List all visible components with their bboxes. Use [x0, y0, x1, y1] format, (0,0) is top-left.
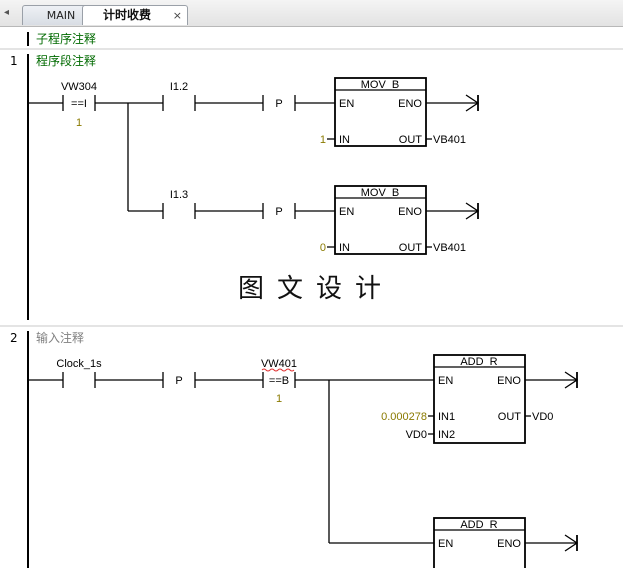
watermark-text: 图文设计 [238, 274, 395, 304]
box2-out-value[interactable]: VB401 [433, 242, 466, 254]
compare-op-label: ==I [71, 98, 87, 110]
add-box1-in2-value[interactable]: VD0 [406, 429, 427, 441]
p-label-2: P [275, 206, 282, 218]
symbol-warning-underline [261, 368, 295, 372]
box2-in: IN [339, 242, 350, 254]
add-box1-title: ADD_R [460, 356, 497, 368]
box2-en: EN [339, 206, 354, 218]
add-box1-eno: ENO [497, 375, 521, 387]
contact-a-label: I1.2 [170, 81, 188, 93]
tab-scroll-left-icon[interactable]: ◂ [4, 7, 10, 18]
contact-clock-1s[interactable] [62, 372, 96, 388]
box1-en: EN [339, 98, 354, 110]
network-2-comment[interactable]: 输入注释 [36, 331, 85, 345]
mov-b-box-1[interactable] [334, 77, 427, 147]
close-icon[interactable]: × [172, 9, 182, 22]
compare-contact-vw304[interactable] [28, 95, 128, 111]
add-box1-out: OUT [498, 411, 522, 423]
network-number-2: 2 [10, 331, 18, 345]
editor-tab-bar: ◂ MAIN 计时收费 × [0, 0, 623, 27]
compare-operand-label-2: VW401 [261, 358, 297, 370]
network-1-labels: VW304 ==I 1 I1.2 I1.3 P P MOV_B EN ENO I… [61, 79, 466, 254]
network-2-labels: Clock_1s P VW401 ==B 1 ADD_R EN ENO IN1 … [56, 356, 553, 550]
box1-in: IN [339, 134, 350, 146]
tab-billing[interactable]: 计时收费 × [82, 5, 188, 25]
tab-billing-label: 计时收费 [103, 8, 152, 22]
box2-in-value[interactable]: 0 [320, 242, 326, 254]
editor-grid [0, 32, 623, 568]
network-1 [28, 77, 480, 255]
add-r-box-1[interactable] [433, 354, 526, 444]
box2-out: OUT [399, 242, 423, 254]
network-number-1: 1 [10, 54, 18, 68]
contact-b-label: I1.3 [170, 189, 188, 201]
add-box1-in2: IN2 [438, 429, 455, 441]
box1-in-value[interactable]: 1 [320, 134, 326, 146]
mov-b-box-2[interactable] [334, 185, 427, 255]
contact-i1-3[interactable] [162, 203, 196, 219]
contact-i1-2[interactable] [162, 95, 196, 111]
network-1-comment[interactable]: 程序段注释 [36, 54, 97, 68]
network-2 [28, 354, 579, 568]
compare-op-label-2: ==B [269, 375, 289, 387]
compare-operand-label: VW304 [61, 81, 97, 93]
box2-eno: ENO [398, 206, 422, 218]
box1-out-value[interactable]: VB401 [433, 134, 466, 146]
add-box2-eno: ENO [497, 538, 521, 550]
box1-title: MOV_B [361, 79, 400, 91]
add-box2-en: EN [438, 538, 453, 550]
add-box2-title: ADD_R [460, 519, 497, 531]
subroutine-comment[interactable]: 子程序注释 [36, 32, 97, 46]
box1-out: OUT [399, 134, 423, 146]
box1-eno: ENO [398, 98, 422, 110]
add-box1-in1-value[interactable]: 0.000278 [381, 411, 427, 423]
compare-value-label: 1 [76, 117, 82, 129]
add-box1-en: EN [438, 375, 453, 387]
add-box1-in1: IN1 [438, 411, 455, 423]
compare-value-label-2: 1 [276, 393, 282, 405]
tab-main[interactable]: MAIN [22, 5, 100, 25]
p-label-1: P [275, 98, 282, 110]
add-r-box-2[interactable] [433, 517, 526, 568]
box2-title: MOV_B [361, 187, 400, 199]
add-box1-out-value[interactable]: VD0 [532, 411, 553, 423]
p-label-3: P [175, 375, 182, 387]
contact-clock-label: Clock_1s [56, 358, 102, 370]
